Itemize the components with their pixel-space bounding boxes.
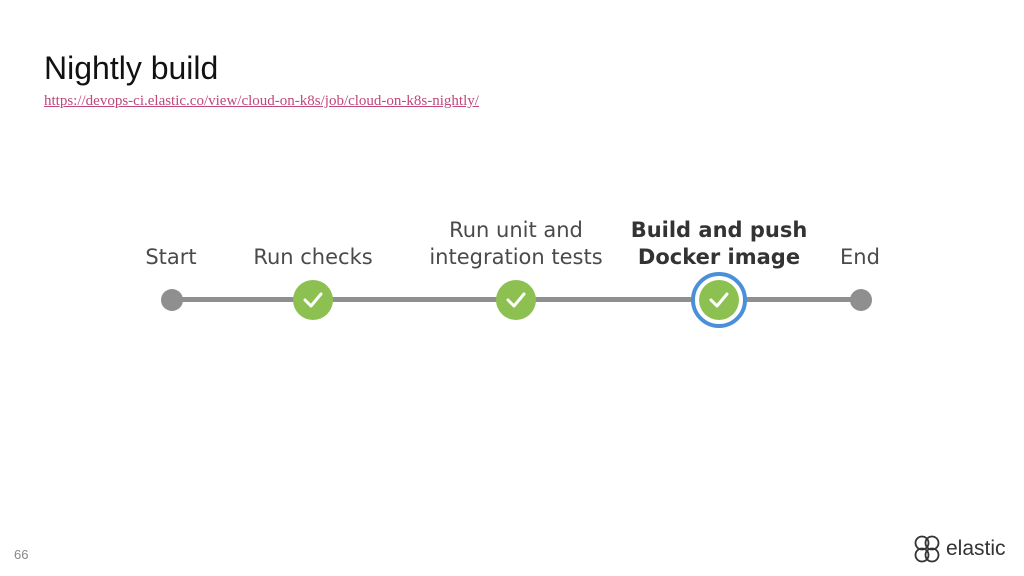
stage-node-end[interactable] [850,289,872,311]
elastic-logo: elastic [912,534,1006,564]
pipeline-graph: Start Run checks Run unit and integratio… [0,200,1024,340]
check-icon [506,292,526,308]
check-icon [709,292,729,308]
logo-text: elastic [946,537,1006,560]
stage-node-start[interactable] [161,289,183,311]
stage-node-docker [699,280,739,320]
stage-node-tests[interactable] [496,280,536,320]
page-number: 66 [14,547,29,562]
stage-node-docker-selected-ring[interactable] [691,272,747,328]
check-icon [303,292,323,308]
stage-label-start: Start [145,245,197,269]
stage-label-run-checks: Run checks [253,245,373,269]
pipeline-link[interactable]: https://devops-ci.elastic.co/view/cloud-… [44,93,479,109]
stage-label-end: End [840,245,880,269]
stage-label-tests: Run unit and integration tests [429,218,603,269]
stage-node-run-checks[interactable] [293,280,333,320]
stage-label-docker: Build and push Docker image [630,218,808,269]
slide-title: Nightly build [44,50,219,86]
elastic-logo-icon [914,535,940,563]
